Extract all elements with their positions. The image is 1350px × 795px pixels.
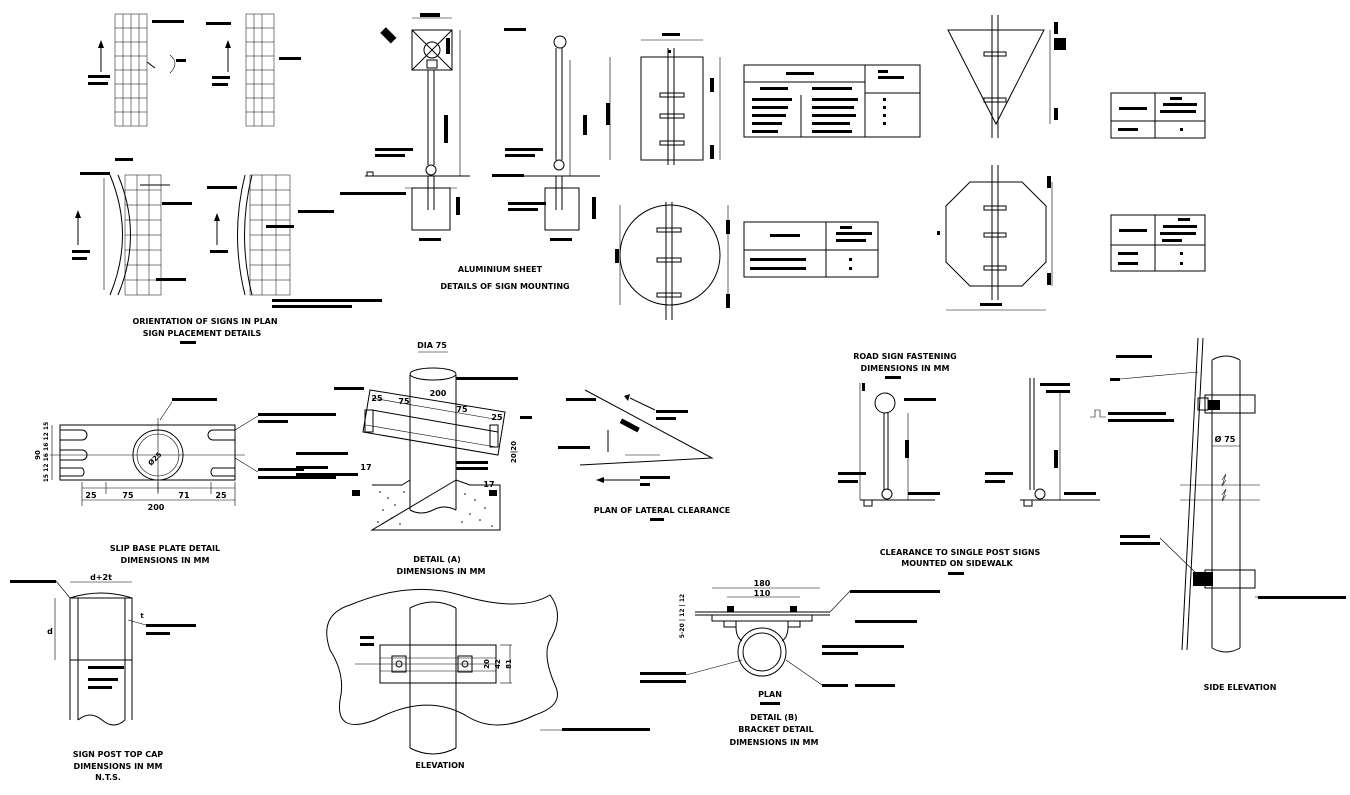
detail-a-dim-17b: 17 xyxy=(483,480,494,489)
caption-side-elevation: SIDE ELEVATION xyxy=(1204,683,1277,692)
scale-note xyxy=(885,376,901,379)
scale-note xyxy=(760,702,780,705)
detail-b-dim-110: 110 xyxy=(754,589,771,598)
caption-bracket-detail: BRACKET DETAIL xyxy=(738,725,813,734)
detail-b-bracket: 180 110 5-20 | 12 | 12 xyxy=(640,579,940,687)
elevation-bracket: 20 42 81 xyxy=(326,588,650,755)
caption-road-sign-fastening: ROAD SIGN FASTENING xyxy=(853,352,957,361)
side-elev-dim-75: Ø 75 xyxy=(1215,434,1236,444)
panel-triangle-sign xyxy=(947,15,1066,138)
slip-dim-200: 200 xyxy=(148,503,165,512)
detail-a-dim-75a: 75 xyxy=(398,397,410,406)
slip-dim-90: 90 xyxy=(34,450,42,460)
caption-top-cap: SIGN POST TOP CAP xyxy=(73,750,163,759)
panel-octagon-sign xyxy=(937,165,1053,311)
scale-note xyxy=(948,572,964,575)
caption-plan: PLAN xyxy=(758,690,782,699)
orientation-detail-2 xyxy=(206,13,301,127)
slip-dim-25a: 25 xyxy=(85,491,97,500)
detail-a-dim-17a: 17 xyxy=(360,463,371,472)
caption-detail-b: DETAIL (B) xyxy=(750,713,797,722)
caption-road-sign-dims: DIMENSIONS IN MM xyxy=(861,364,950,373)
detail-a-dim-2020: 20|20 xyxy=(510,441,519,463)
detail-b-dim-side: 5-20 | 12 | 12 xyxy=(679,594,686,638)
top-cap-dim-d2t: d+2t xyxy=(90,573,112,582)
sign-post-top-cap: d+2t d t xyxy=(10,573,196,726)
elev-dim-81: 81 xyxy=(505,659,513,669)
caption-aluminium-sheet: ALUMINIUM SHEET xyxy=(458,265,543,274)
table-4 xyxy=(1110,214,1206,272)
slip-dim-75: 75 xyxy=(122,491,134,500)
slip-base-plate: 25 75 71 25 200 90 15 12 16 16 12 15 Ø25 xyxy=(34,398,336,512)
caption-orientation: ORIENTATION OF SIGNS IN PLAN xyxy=(132,317,277,326)
caption-slip-base: SLIP BASE PLATE DETAIL xyxy=(110,544,220,553)
caption-detail-a: DETAIL (A) xyxy=(413,555,461,564)
orientation-detail-1 xyxy=(88,13,186,127)
slip-dim-25b: 25 xyxy=(215,491,227,500)
detail-a-dim-75b: 75 xyxy=(456,405,468,414)
scale-note xyxy=(180,341,196,344)
slip-dim-dia25: Ø25 xyxy=(147,451,164,468)
detail-a-dim-25a: 25 xyxy=(371,394,383,403)
clearance-post-2 xyxy=(985,378,1100,507)
caption-sign-mounting: DETAILS OF SIGN MOUNTING xyxy=(440,282,569,291)
lateral-clearance-plan xyxy=(558,389,714,486)
table-1 xyxy=(743,64,921,138)
elev-dim-42: 42 xyxy=(494,659,502,669)
detail-b-dim-180: 180 xyxy=(754,579,771,588)
table-2 xyxy=(743,221,879,278)
slip-dim-71: 71 xyxy=(178,491,190,500)
slip-dim-stack: 15 12 16 16 12 15 xyxy=(43,422,50,483)
panel-circular-sign xyxy=(615,202,730,320)
caption-detail-b-dims: DIMENSIONS IN MM xyxy=(730,738,819,747)
top-cap-dim-t: t xyxy=(140,612,144,620)
caption-nts: N.T.S. xyxy=(95,773,121,782)
clearance-post-1 xyxy=(838,383,940,507)
caption-elevation: ELEVATION xyxy=(415,761,464,770)
caption-detail-a-dims: DIMENSIONS IN MM xyxy=(397,567,486,576)
sign-mounting-elevation-2 xyxy=(492,28,600,241)
panel-rectangular-sign xyxy=(606,33,721,165)
orientation-detail-4 xyxy=(207,174,382,308)
top-cap-dim-d: d xyxy=(47,627,53,636)
caption-sidewalk: MOUNTED ON SIDEWALK xyxy=(901,559,1013,568)
table-3 xyxy=(1110,92,1206,139)
scale-note xyxy=(650,518,664,521)
caption-lateral-clearance: PLAN OF LATERAL CLEARANCE xyxy=(594,506,731,515)
detail-a: DIA 75 200 75 75 25 25 17 17 20|20 xyxy=(296,341,532,531)
detail-a-dia: DIA 75 xyxy=(417,341,447,350)
orientation-detail-3 xyxy=(72,158,192,296)
caption-sign-placement: SIGN PLACEMENT DETAILS xyxy=(143,329,262,338)
caption-top-cap-dims: DIMENSIONS IN MM xyxy=(74,762,163,771)
detail-a-dim-200: 200 xyxy=(430,389,447,398)
elev-dim-20: 20 xyxy=(483,659,491,669)
caption-slip-dims: DIMENSIONS IN MM xyxy=(121,556,210,565)
side-elevation: Ø 75 xyxy=(1090,337,1346,653)
sign-mounting-elevation-1 xyxy=(340,13,470,241)
detail-a-dim-25b: 25 xyxy=(491,413,503,422)
caption-clearance: CLEARANCE TO SINGLE POST SIGNS xyxy=(880,548,1041,557)
